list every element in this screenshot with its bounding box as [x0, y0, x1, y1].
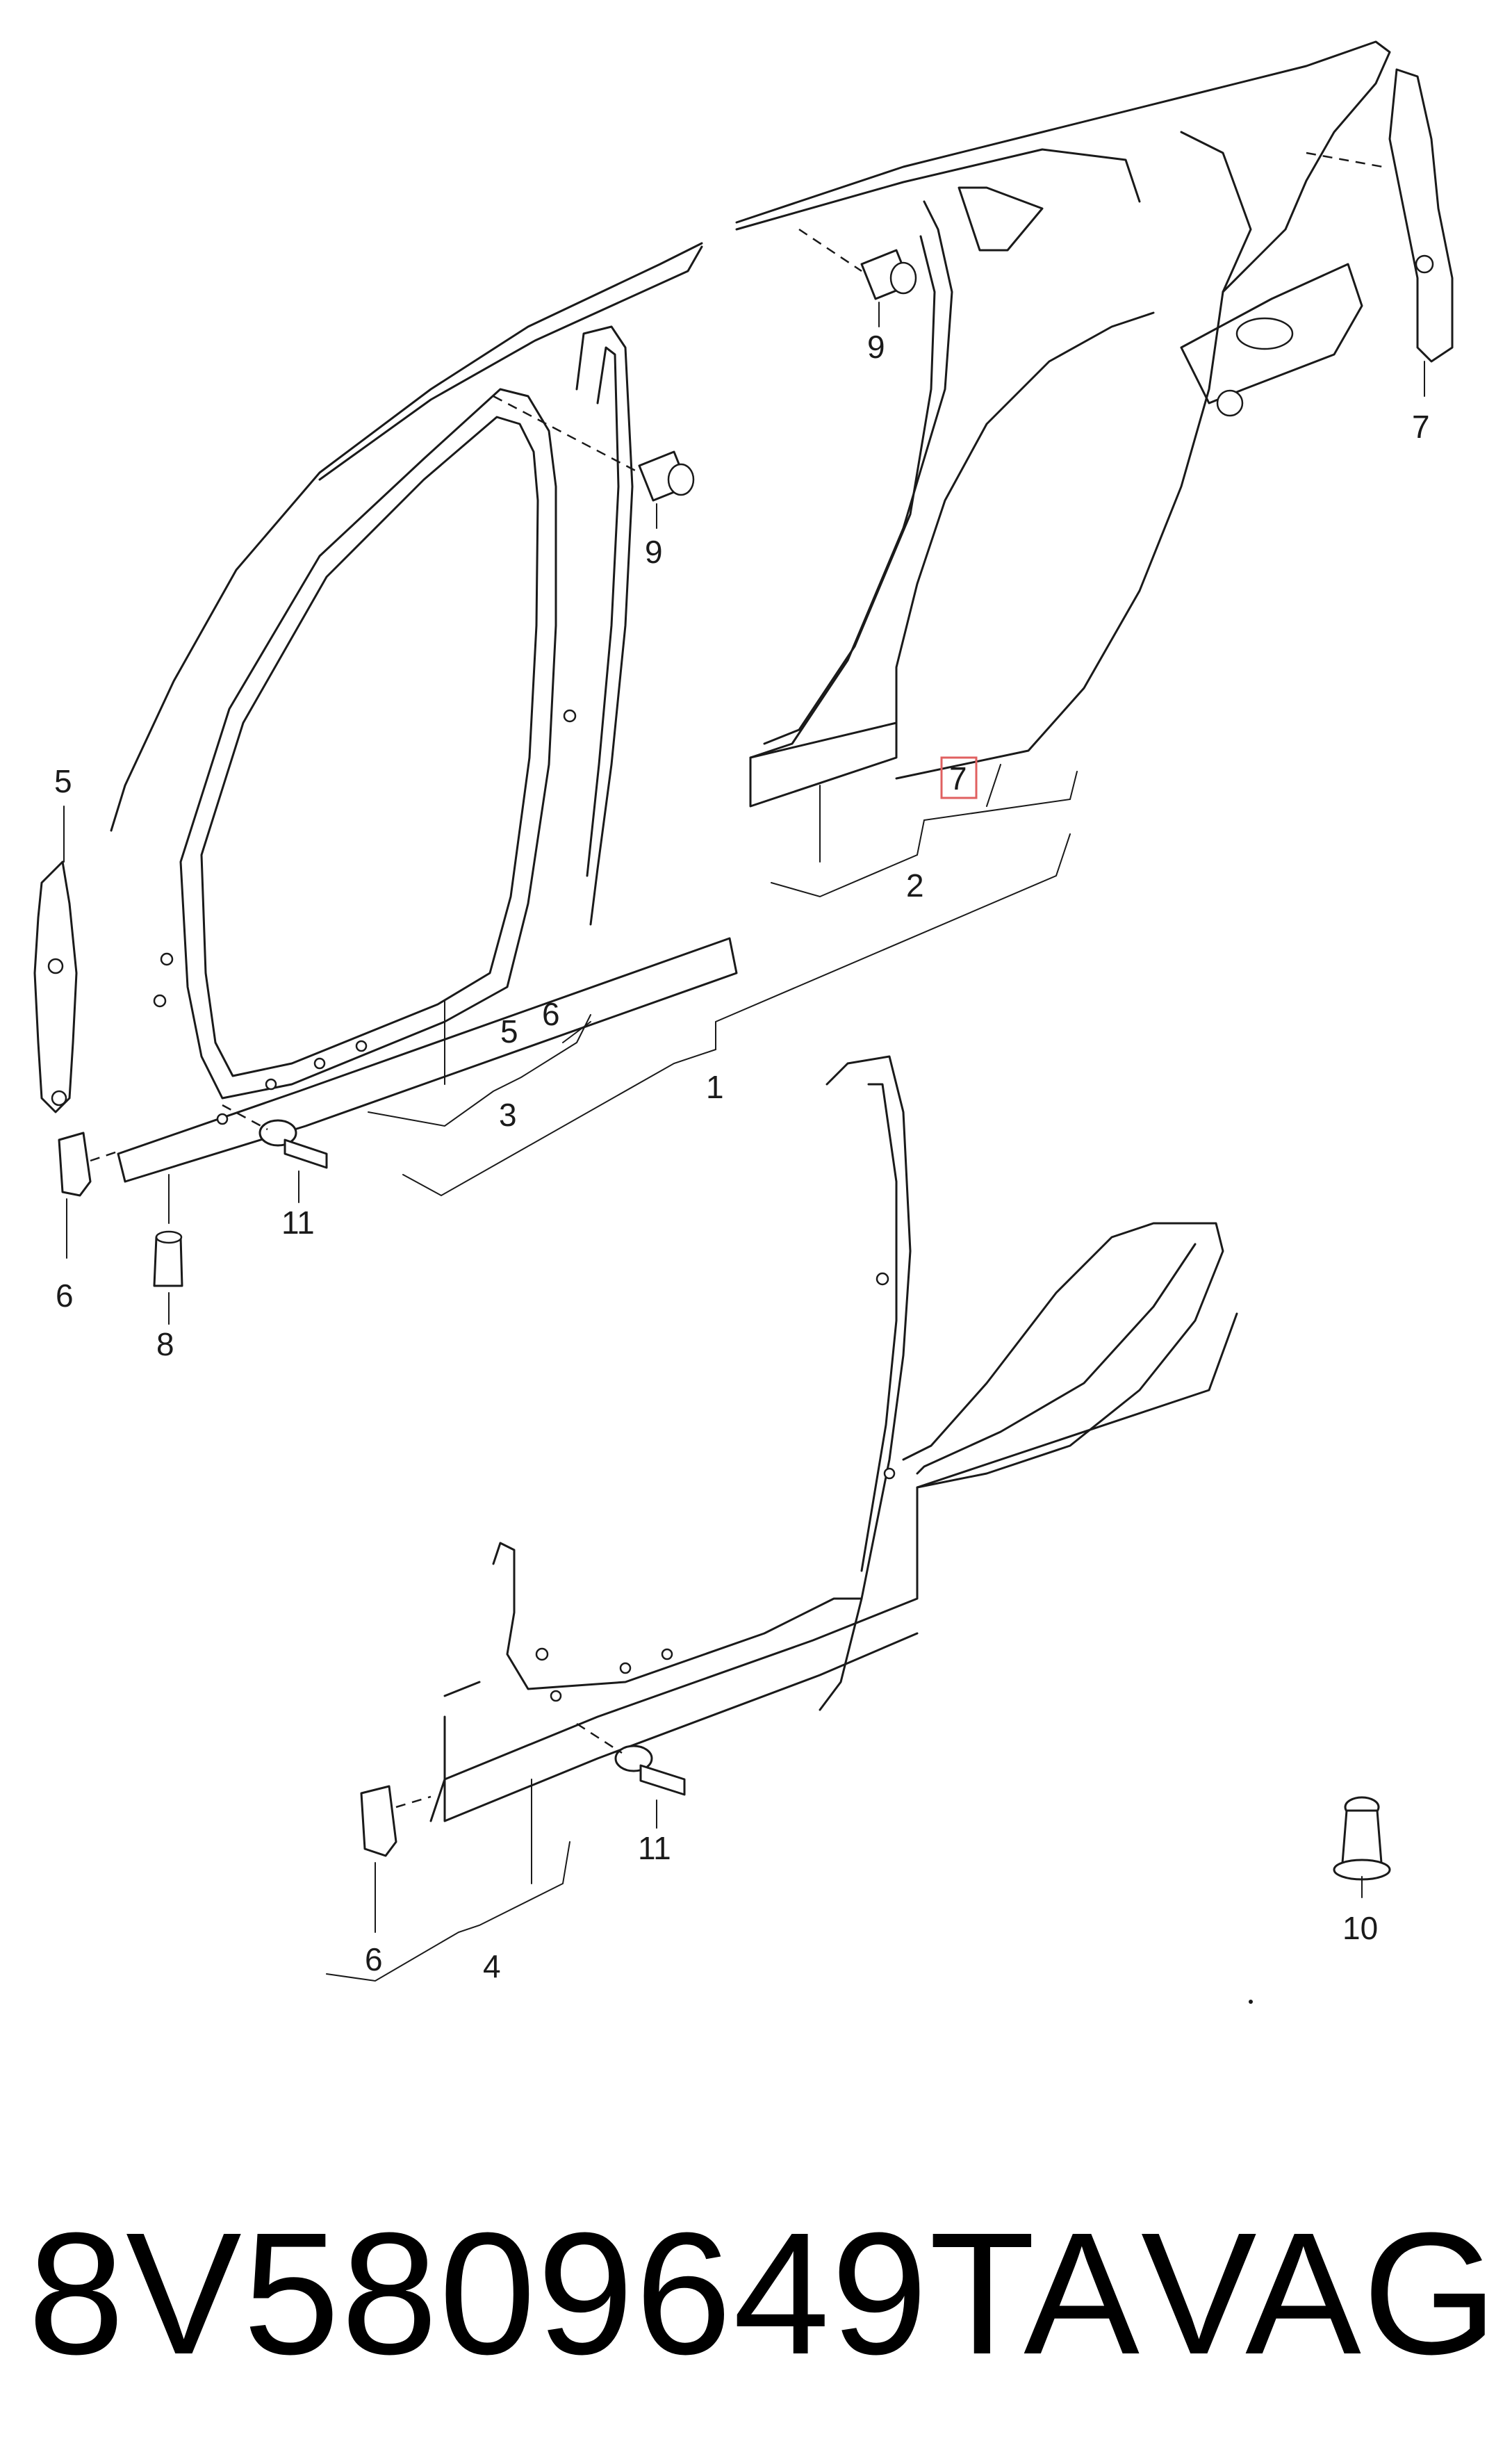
callout-6-lower: 6 — [365, 1941, 383, 1977]
front-pillar-bracket — [33, 860, 78, 1113]
callout-1: 1 — [706, 1069, 724, 1105]
leader-lines — [63, 302, 1425, 1982]
callout-3: 3 — [499, 1097, 517, 1133]
callout-6-left: 6 — [56, 1277, 74, 1314]
callout-11-lower: 11 — [638, 1830, 671, 1866]
callout-4: 4 — [483, 1948, 501, 1984]
callout-8: 8 — [156, 1326, 174, 1362]
brand-label: VAG — [1140, 2196, 1499, 2390]
callout-9-lower: 9 — [645, 534, 663, 570]
callout-5-left: 5 — [54, 763, 72, 799]
callout-10: 10 — [1342, 1910, 1378, 1946]
callout-9-upper: 9 — [867, 329, 885, 365]
clip-6-lower — [360, 1785, 432, 1857]
sill-panel-lower — [429, 1055, 1238, 1822]
rear-corner-bracket — [1306, 68, 1454, 363]
callout-6-mid: 6 — [542, 996, 560, 1032]
callout-2: 2 — [906, 867, 924, 904]
footer-caption: 8V5809649TA VAG — [28, 2189, 1497, 2398]
callout-5-mid: 5 — [500, 1013, 518, 1050]
highlight-box-7 — [940, 756, 978, 799]
rivet-nut-10 — [1333, 1796, 1391, 1881]
insert-nut-9-lower — [493, 395, 695, 502]
clip-6-upper — [58, 1132, 122, 1197]
body-side-panel — [110, 40, 1391, 1183]
callout-labels: 7 9 9 7 2 1 5 6 3 5 6 8 11 11 6 4 10 — [54, 329, 1430, 1984]
rivet-nut-8 — [153, 1230, 183, 1287]
bolt-11-upper — [222, 1104, 328, 1169]
callout-7-highlighted: 7 — [949, 760, 967, 797]
speck — [1249, 2000, 1253, 2004]
callout-11-upper: 11 — [281, 1205, 315, 1241]
callout-7-upper: 7 — [1412, 409, 1430, 445]
bolt-11-lower — [576, 1722, 686, 1796]
part-number: 8V5809649TA — [28, 2196, 1141, 2390]
insert-nut-9-upper — [798, 228, 917, 300]
